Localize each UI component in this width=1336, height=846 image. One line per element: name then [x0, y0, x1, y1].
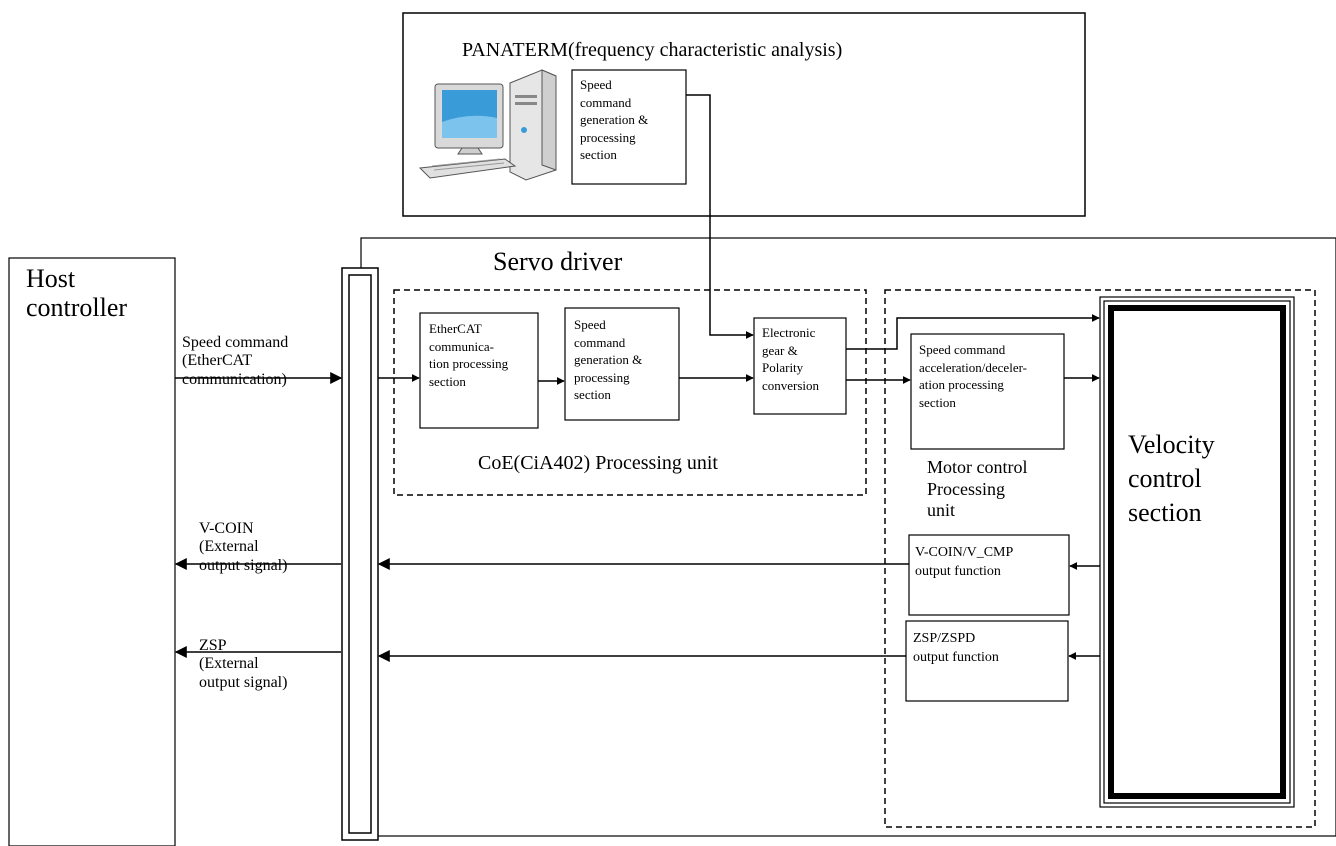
accel-box-label: Speed command acceleration/deceler- atio…	[919, 342, 1027, 410]
panaterm-frame	[402, 12, 1086, 217]
coe-region	[393, 289, 867, 496]
desktop-computer-icon	[418, 69, 557, 181]
servo-driver-title: Servo driver	[493, 247, 623, 276]
motor-control-label: Motor control Processing unit	[927, 457, 1028, 521]
pc-speed-command-box	[571, 69, 687, 185]
bus-bar	[341, 267, 379, 841]
speed-command-label: Speed command (EtherCAT communication)	[182, 334, 289, 388]
host-controller-frame	[8, 257, 176, 846]
panaterm-title: PANATERM(frequency characteristic analys…	[462, 39, 843, 61]
arrow-egear-to-velocity	[846, 314, 1100, 350]
motor-control-region	[884, 289, 1316, 828]
zsp-box-label: ZSP/ZSPD output function	[913, 631, 999, 665]
ethercat-box-label: EtherCAT communica- tion processing sect…	[429, 321, 509, 389]
zsp-box	[905, 620, 1069, 702]
ethercat-box	[419, 312, 539, 429]
zsp-signal-label: ZSP (External output signal)	[199, 637, 288, 691]
velocity-box	[1099, 296, 1295, 808]
accel-box	[910, 333, 1065, 450]
arrow-pc-to-egear	[686, 94, 754, 339]
coe-unit-label: CoE(CiA402) Processing unit	[478, 452, 718, 474]
speed-gen-box	[564, 307, 680, 421]
egear-box-label: Electronic gear & Polarity conversion	[762, 325, 820, 393]
pc-box-label: Speed command generation & processing se…	[580, 77, 649, 163]
vcoin-signal-label: V-COIN (External output signal)	[199, 520, 288, 574]
vcoin-box-label: V-COIN/V_CMP output function	[915, 545, 1014, 579]
host-controller-title: Host controller	[26, 264, 128, 322]
velocity-control-label: Velocity control section	[1128, 430, 1215, 527]
vcoin-box	[908, 534, 1070, 616]
speed-gen-box-label: Speed command generation & processing se…	[574, 317, 643, 403]
egear-box	[753, 317, 847, 415]
